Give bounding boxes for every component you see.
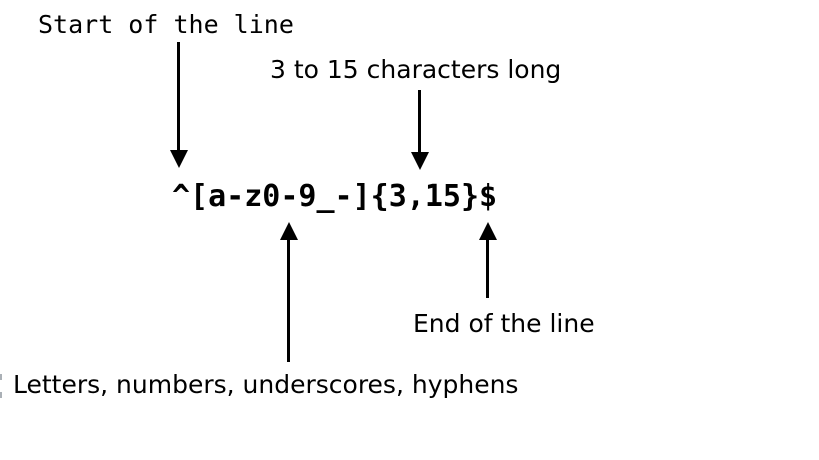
- length-label: 3 to 15 characters long: [270, 55, 562, 84]
- end-of-line-label: End of the line: [413, 309, 595, 338]
- character-class-label: Letters, numbers, underscores, hyphens: [13, 370, 519, 399]
- left-edge-artifact: [0, 392, 2, 398]
- start-of-line-label: Start of the line: [38, 10, 294, 39]
- regex-pattern-text: ^[a-z0-9_-]{3,15}$: [172, 179, 498, 214]
- left-edge-artifact: [0, 374, 2, 380]
